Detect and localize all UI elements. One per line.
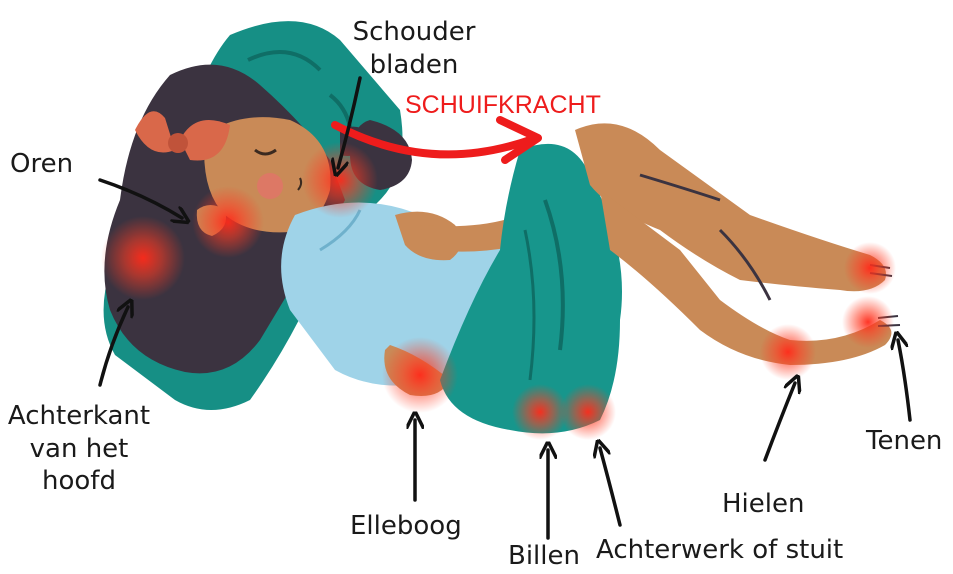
pressure-glow-back-head [101, 216, 185, 300]
label-ears: Oren [10, 148, 73, 181]
shear-force-label: SCHUIFKRACHT [405, 91, 601, 120]
arrow-heel [765, 383, 795, 460]
label-toes: Tenen [866, 425, 942, 458]
label-shoulder-blades: Schouder bladen [344, 16, 484, 81]
pressure-glow-elbow [382, 337, 458, 413]
shear-force-text: SCHUIFKRACHT [405, 91, 601, 119]
label-heels: Hielen [722, 488, 804, 521]
arrow-tailbone [600, 448, 620, 525]
label-shoulder-line2: bladen [344, 49, 484, 82]
label-back-head-line1: Achterkant [4, 400, 154, 433]
pressure-glow-toes-bottom [842, 296, 894, 348]
label-shoulder-line1: Schouder [344, 16, 484, 49]
arrow-toes [898, 340, 910, 420]
label-back-head-line3: hoofd [4, 465, 154, 498]
pressure-glow-toes-top [844, 242, 896, 294]
label-elbow: Elleboog [350, 510, 462, 543]
pressure-glow-tailbone [560, 384, 616, 440]
label-back-of-head: Achterkant van het hoofd [4, 400, 154, 498]
pressure-glow-ear [192, 186, 264, 258]
pressure-glow-buttocks [512, 384, 568, 440]
label-tailbone: Achterwerk of stuit [596, 534, 843, 567]
pressure-glow-heel [760, 324, 816, 380]
label-buttocks: Billen [508, 540, 580, 573]
pressure-glow-shoulder [302, 142, 378, 218]
label-back-head-line2: van het [4, 433, 154, 466]
